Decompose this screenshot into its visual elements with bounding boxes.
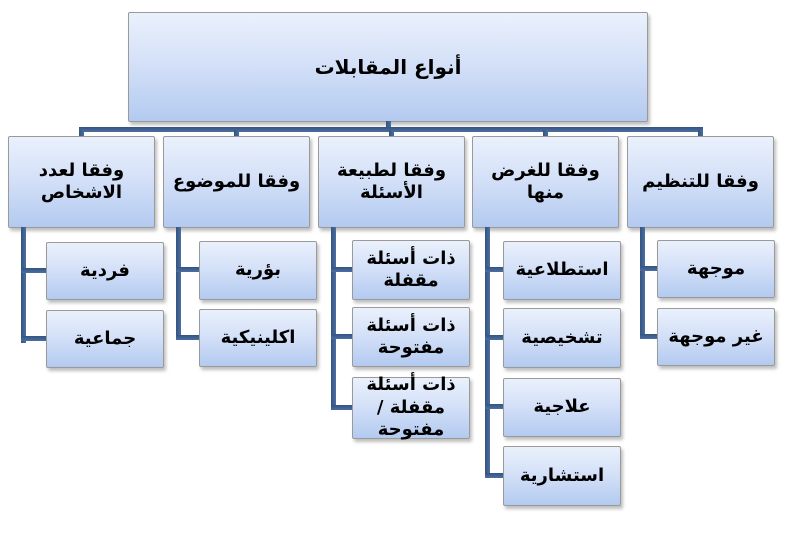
connector-leaf-stub: [21, 268, 46, 273]
leaf-node-individual: فردية: [46, 242, 164, 300]
connector-leaf-stub: [331, 405, 352, 410]
connector-leaf-stub: [485, 335, 503, 340]
connector-bus-stub-2: [234, 130, 239, 137]
connector-leaf-stub: [176, 267, 199, 272]
connector-branch-line-organization: [640, 227, 645, 339]
connector-branch-line-subject: [176, 227, 181, 340]
connector-leaf-stub: [640, 266, 657, 271]
connector-leaf-stub: [640, 334, 657, 339]
leaf-node-clinical: اكلينيكية: [199, 309, 317, 367]
leaf-node-group: جماعية: [46, 310, 164, 368]
connector-branch-line-question-nature: [331, 227, 336, 410]
leaf-node-closed-questions: ذات أسئلة مقفلة: [352, 240, 470, 300]
leaf-node-therapeutic: علاجية: [503, 378, 621, 437]
connector-branch-line-people-count: [21, 227, 26, 343]
leaf-node-focal: بؤرية: [199, 241, 317, 300]
connector-bus-stub-3: [389, 130, 394, 137]
leaf-node-directed: موجهة: [657, 240, 775, 298]
leaf-node-exploratory: استطلاعية: [503, 241, 621, 300]
leaf-node-diagnostic: تشخيصية: [503, 308, 621, 368]
connector-leaf-stub: [485, 267, 503, 272]
root-node: أنواع المقابلات: [128, 12, 648, 122]
leaf-node-open-questions: ذات أسئلة مفتوحة: [352, 307, 470, 367]
branch-node-subject: وفقا للموضوع: [163, 136, 310, 228]
connector-leaf-stub: [176, 335, 199, 340]
branch-node-organization: وفقا للتنظيم: [627, 136, 774, 228]
connector-leaf-stub: [21, 336, 46, 341]
connector-bus: [79, 127, 703, 132]
connector-bus-stub-1: [79, 130, 84, 137]
connector-leaf-stub: [331, 334, 352, 339]
leaf-node-consultative: استشارية: [503, 446, 621, 506]
connector-leaf-stub: [485, 473, 503, 478]
connector-bus-stub-4: [543, 130, 548, 137]
connector-leaf-stub: [331, 267, 352, 272]
connector-bus-stub-5: [698, 130, 703, 137]
branch-node-people-count: وفقا لعدد الاشخاص: [8, 136, 155, 228]
leaf-node-closed-open-questions: ذات أسئلة مقفلة /مفتوحة: [352, 374, 470, 440]
leaf-node-undirected: غير موجهة: [657, 308, 775, 366]
connector-branch-line-purpose: [485, 227, 490, 478]
connector-leaf-stub: [485, 404, 503, 409]
branch-node-question-nature: وفقا لطبيعة الأسئلة: [318, 136, 465, 228]
connector-root-stub: [386, 121, 391, 128]
branch-node-purpose: وفقا للغرض منها: [472, 136, 619, 228]
